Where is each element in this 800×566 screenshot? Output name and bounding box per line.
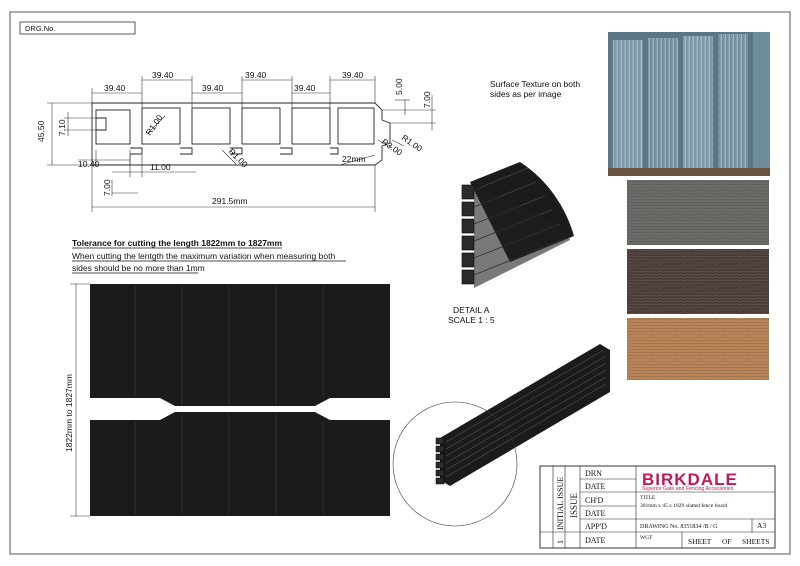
dim-right-offset-top: 5.00 (394, 78, 404, 95)
tolerance-line1: When cutting the lentgth the maximum var… (72, 251, 335, 261)
board-front-view (90, 284, 390, 516)
sheet-size: A3 (757, 521, 766, 530)
dim-pitch-5: 39.40 (294, 83, 316, 93)
row-appd: APP'D (585, 522, 607, 531)
tolerance-heading: Tolerance for cutting the length 1822mm … (72, 238, 282, 248)
dim-overall-width: 291.5mm (212, 196, 247, 206)
detail-a-circle (392, 401, 518, 527)
dim-pitch-3: 39.40 (202, 83, 224, 93)
dim-pitch-4: 39.40 (245, 70, 267, 80)
row-date-2: DATE (585, 509, 606, 518)
issue-label: ISSUE (569, 492, 579, 518)
issue-number: 1 (556, 540, 565, 544)
dim-radius-a: R1.00 (143, 113, 164, 138)
dim-pitch-2: 39.40 (152, 70, 174, 80)
dimension-texts: 39.40 39.40 39.40 39.40 39.40 39.40 45.5… (36, 70, 432, 206)
drg-no-box (19, 21, 136, 35)
length-dimension (70, 283, 90, 517)
dim-left-tongue: 10.40 (78, 159, 100, 169)
dim-slot-height: 7.10 (57, 119, 67, 136)
length-label: 1822mm to 1827mm (64, 374, 74, 452)
sheet-label: SHEET (688, 537, 712, 546)
wgt-label: WGT (640, 535, 653, 541)
dim-height: 45.50 (36, 120, 46, 142)
title-block (539, 465, 776, 549)
row-date-1: DATE (585, 482, 606, 491)
tolerance-line2: sides should be no more than 1mm (72, 263, 205, 273)
dim-pitch-6: 39.40 (342, 70, 364, 80)
dim-pitch-1: 39.40 (104, 83, 126, 93)
brand-logo: BIRKDALE (642, 470, 738, 489)
colour-swatches (627, 180, 769, 380)
profile-section (91, 102, 391, 166)
row-date-3: DATE (585, 536, 606, 545)
surface-note-line2: sides as per image (490, 89, 562, 99)
dim-radius-d: R1.00 (400, 132, 425, 153)
surface-photo (608, 32, 770, 176)
sheet-border (9, 11, 791, 555)
title-label: TITLE (640, 495, 656, 501)
title-value: 301mm x 45 x 1829 slatted fence board (640, 502, 727, 509)
surface-note-line1: Surface Texture on both (490, 79, 580, 89)
detail-a-view (461, 162, 574, 288)
row-chd: CH'D (585, 496, 604, 505)
dim-right-end: 22mm (342, 154, 366, 164)
dimension-lines (47, 76, 436, 212)
board-isometric-view (435, 344, 610, 486)
detail-a-title: DETAIL A (453, 305, 490, 315)
dim-right-offset: 7.00 (422, 91, 432, 108)
dim-bottom-offset: 7.00 (102, 179, 112, 196)
of-label: OF (722, 537, 732, 546)
sheets-label: SHEETS (742, 537, 770, 546)
initial-issue-label: INITIAL ISSUE (556, 477, 565, 530)
detail-a-scale: SCALE 1 : 5 (448, 315, 495, 325)
drawing-number: DRAWING No. 8351834 /B / G (640, 524, 718, 530)
drg-no-label: DRG.No. (25, 24, 55, 33)
row-drn: DRN (585, 469, 602, 478)
dim-gap: 11.00 (150, 162, 171, 172)
brand-tagline: Superior Gate and Fencing Accessories (642, 486, 734, 492)
